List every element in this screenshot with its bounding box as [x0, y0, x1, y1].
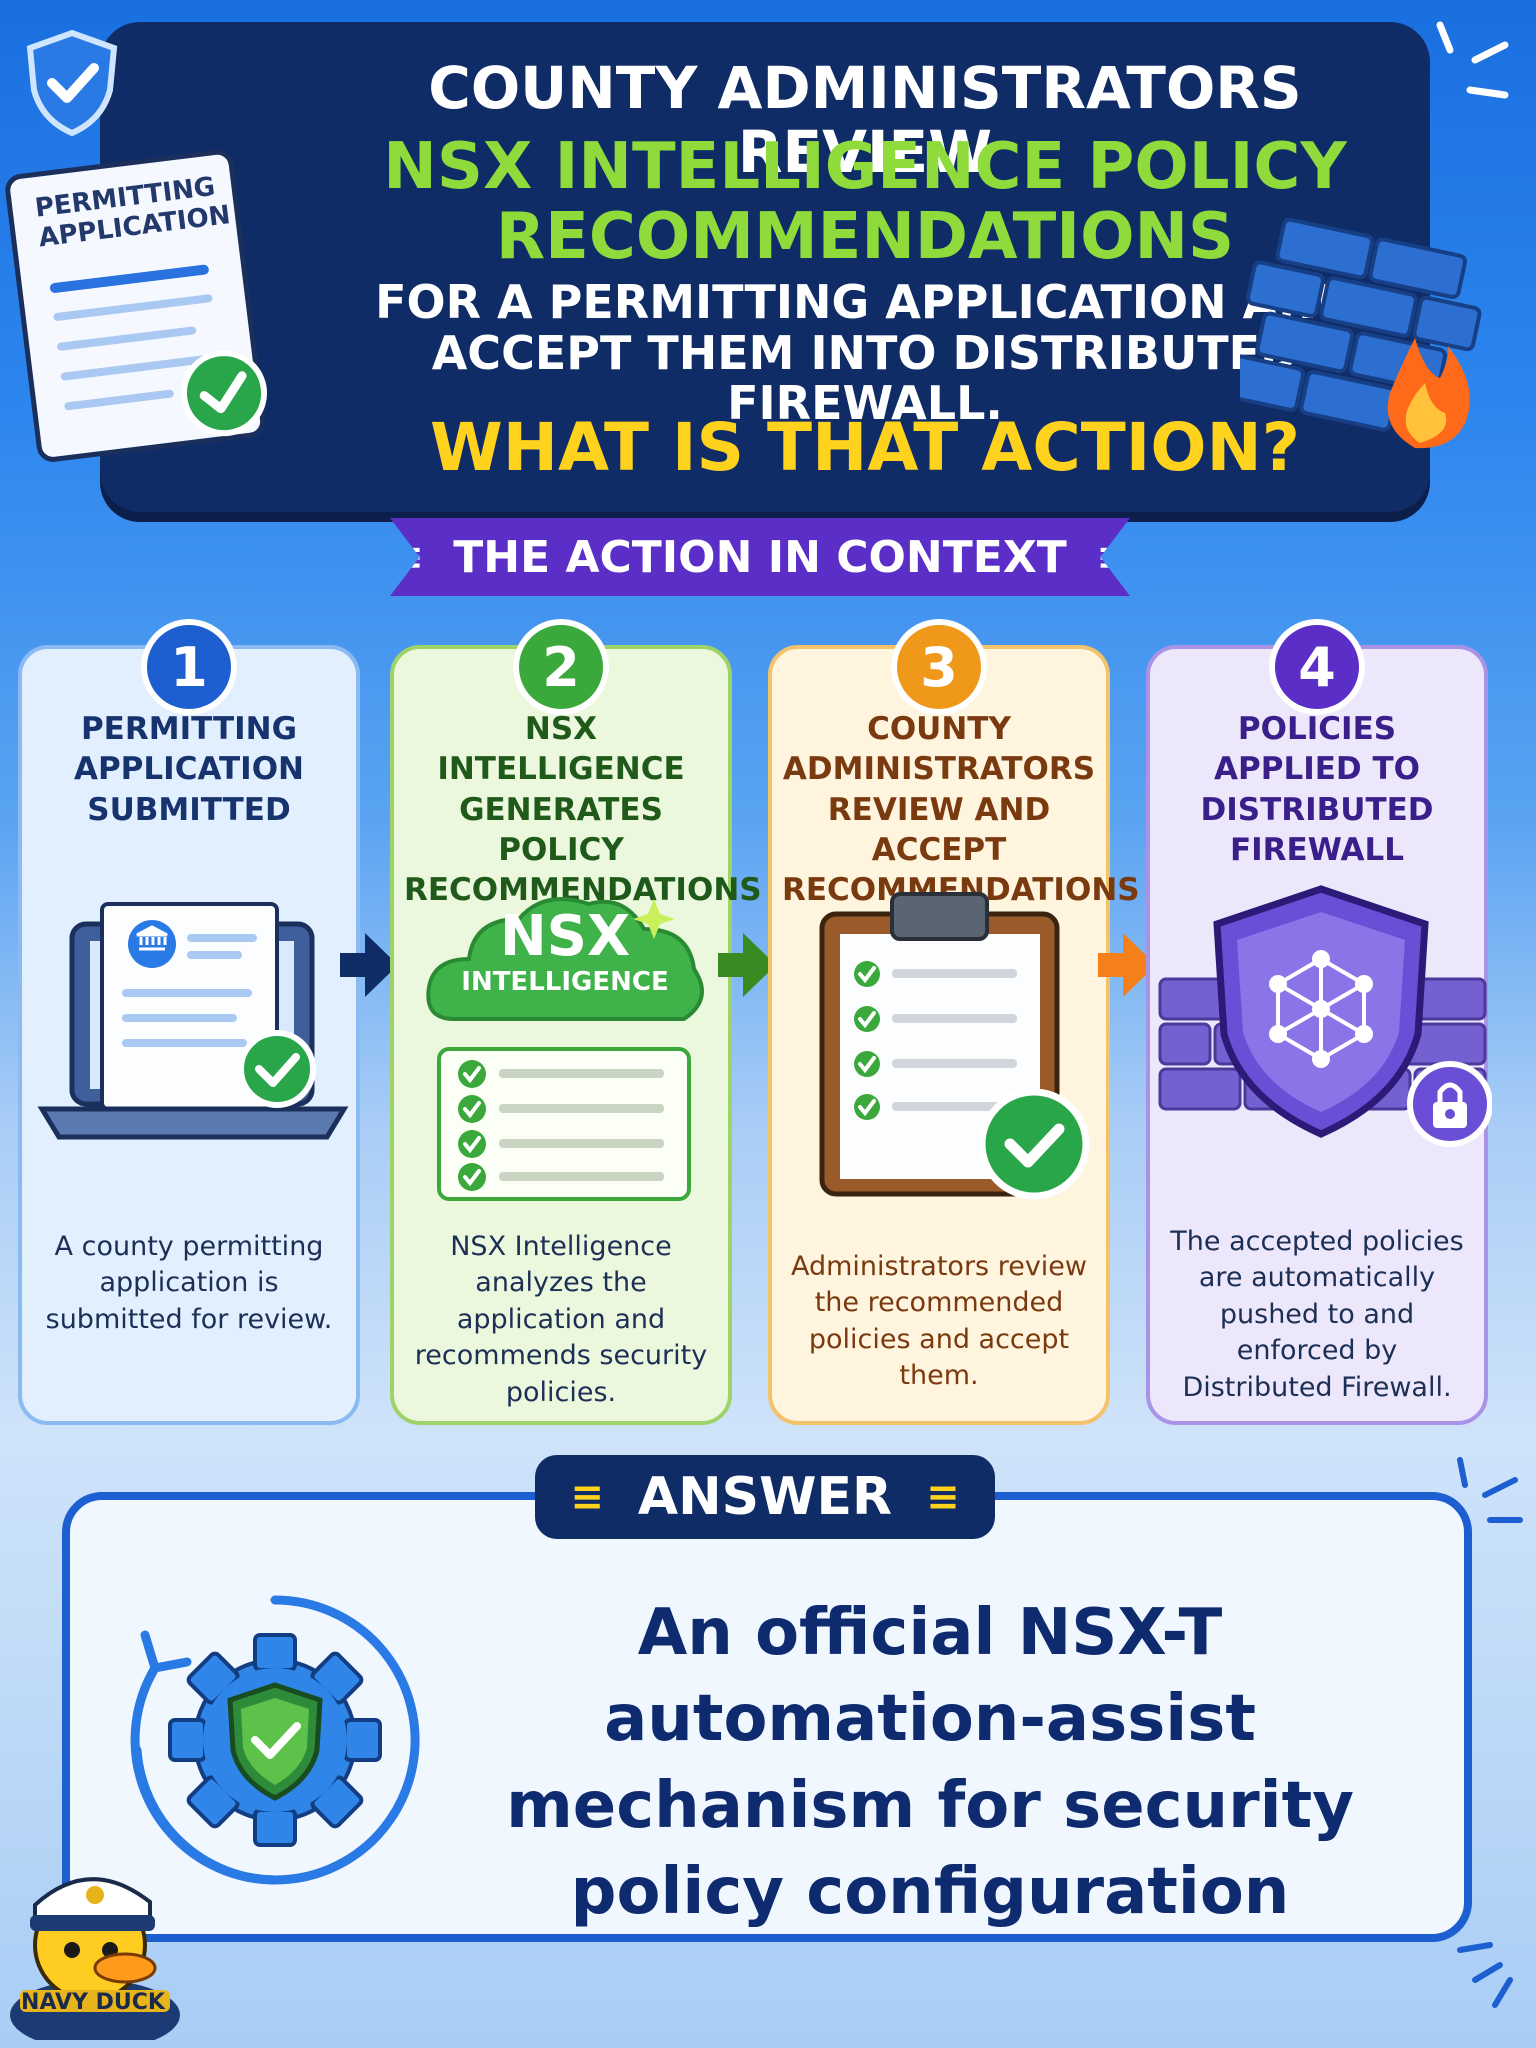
- header-question: WHAT IS THAT ACTION?: [430, 409, 1300, 486]
- step-number-badge: 4: [1269, 619, 1365, 715]
- duck-mascot-icon: [10, 1877, 180, 2040]
- step-number-badge: 3: [891, 619, 987, 715]
- arrow-right-icon: [1098, 933, 1156, 997]
- nsx-intelligence-cloud-icon: [426, 897, 704, 1201]
- gear-shield-cycle-icon: [130, 1595, 420, 1885]
- header-line-1: COUNTY ADMINISTRATORS REVIEW: [428, 54, 1302, 186]
- step-card-4: 4 POLICIES APPLIED TO DISTRIBUTED FIREWA…: [1146, 619, 1492, 1425]
- header-line-2: NSX INTELLIGENCE POLICY RECOMMENDATIONS: [383, 130, 1347, 275]
- step-description: A county permitting application is submi…: [45, 1231, 333, 1335]
- step-card-2: 2 NSX INTELLIGENCE GENERATES POLICY RECO…: [390, 619, 762, 1425]
- cloud-title: NSX: [499, 904, 631, 969]
- step-card-3: 3 COUNTY ADMINISTRATORS REVIEW AND ACCEP…: [768, 619, 1140, 1425]
- step-title: PERMITTING APPLICATION SUBMITTED: [73, 711, 305, 828]
- sparkle-lines-icon: [1457, 1942, 1513, 2008]
- permit-document-icon: PERMITTING APPLICATION: [1, 144, 276, 471]
- step-description: The accepted policies are automatically …: [1170, 1226, 1464, 1403]
- step-title: POLICIES APPLIED TO DISTRIBUTED FIREWALL: [1200, 711, 1434, 868]
- step-title: COUNTY ADMINISTRATORS REVIEW AND ACCEPT …: [782, 711, 1140, 909]
- step-description: NSX Intelligence analyzes the applicatio…: [414, 1231, 708, 1408]
- header-line-3: FOR A PERMITTING APPLICATION AND ACCEPT …: [375, 275, 1355, 431]
- arrow-right-icon: [340, 933, 398, 997]
- shield-firewall-lock-icon: [1158, 885, 1492, 1147]
- step-description: Administrators review the recommended po…: [791, 1251, 1087, 1392]
- step-number-badge: 2: [513, 619, 609, 715]
- cloud-subtitle: INTELLIGENCE: [461, 967, 669, 997]
- answer-label-badge: ≡ ANSWER ≡: [535, 1455, 995, 1539]
- answer-label: ANSWER: [637, 1467, 893, 1527]
- sparkle-icon: ≡: [393, 536, 424, 578]
- clipboard-checklist-icon: [819, 892, 1090, 1200]
- sparkle-lines-icon: [1436, 21, 1509, 99]
- sparkle-icon: ≡: [570, 1474, 604, 1520]
- mascot-label: NAVY DUCK: [21, 1990, 165, 2015]
- answer-text: An official NSX-T automation-assist mech…: [506, 1596, 1354, 1930]
- context-banner-label: THE ACTION IN CONTEXT: [453, 531, 1067, 583]
- sparkle-lines-icon: [1457, 1457, 1523, 1523]
- shield-check-icon: [26, 29, 118, 137]
- step-number-badge: 1: [141, 619, 237, 715]
- sparkle-icon: ≡: [1096, 536, 1127, 578]
- step-title: NSX INTELLIGENCE GENERATES POLICY RECOMM…: [404, 711, 762, 909]
- arrow-right-icon: [718, 933, 776, 997]
- sparkle-icon: ≡: [926, 1474, 960, 1520]
- context-banner: ≡ THE ACTION IN CONTEXT ≡: [390, 518, 1130, 596]
- step-card-1: 1 PERMITTING APPLICATION SUBMITTED A cou…: [18, 619, 360, 1425]
- laptop-application-icon: [37, 902, 349, 1140]
- firewall-icon: [1240, 218, 1482, 449]
- header-panel: COUNTY ADMINISTRATORS REVIEW NSX INTELLI…: [100, 22, 1430, 512]
